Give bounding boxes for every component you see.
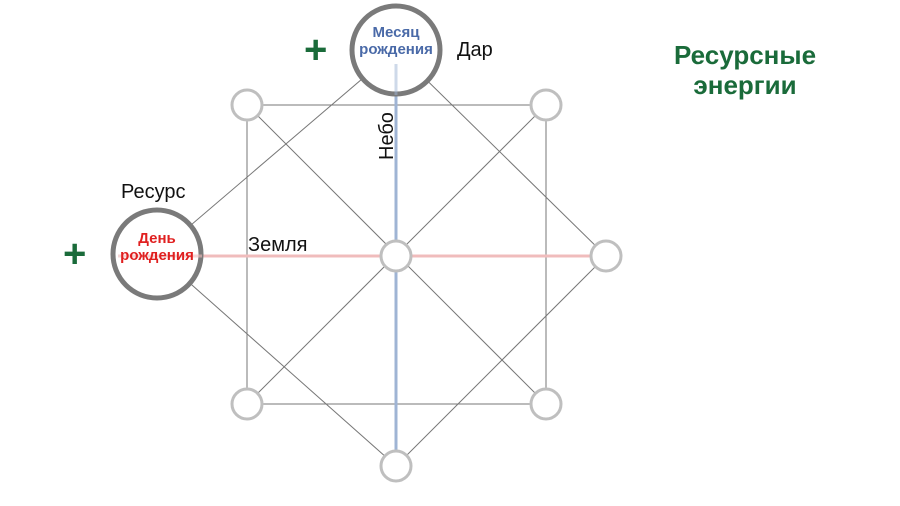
diamond	[156, 49, 607, 467]
node-bottom	[379, 449, 413, 483]
node-bottom-right	[529, 387, 563, 421]
node-right	[589, 239, 623, 273]
diamond-edge-right-bottom	[395, 255, 607, 467]
plus-sign-top: +	[304, 28, 328, 72]
month-of-birth-label: Месяц рождения	[348, 24, 444, 58]
day-label-line-1: День	[138, 230, 176, 247]
diamond-edge-left-top	[156, 49, 397, 255]
day-label-line-2: рождения	[120, 247, 194, 264]
node-top-left	[230, 88, 264, 122]
title-line-1: Ресурсные	[673, 40, 817, 70]
node-center	[379, 239, 413, 273]
title: Ресурсные энергии	[640, 40, 850, 100]
resource-label: Ресурс	[121, 181, 186, 203]
nodes	[230, 88, 623, 483]
node-bottom-left	[230, 387, 264, 421]
diamond-edge-bottom-left	[156, 253, 397, 467]
month-label-line-1: Месяц	[372, 24, 420, 41]
day-of-birth-label: День рождения	[109, 230, 205, 264]
month-label-line-2: рождения	[359, 41, 433, 58]
day-of-birth-circle	[110, 207, 204, 301]
title-line-2: энергии	[693, 70, 797, 100]
earth-label: Земля	[248, 234, 308, 256]
sky-label: Небо	[376, 112, 398, 160]
gift-label: Дар	[457, 39, 493, 61]
diamond-edge-top-right	[395, 49, 607, 257]
node-top-right	[529, 88, 563, 122]
plus-sign-left: +	[63, 232, 87, 276]
